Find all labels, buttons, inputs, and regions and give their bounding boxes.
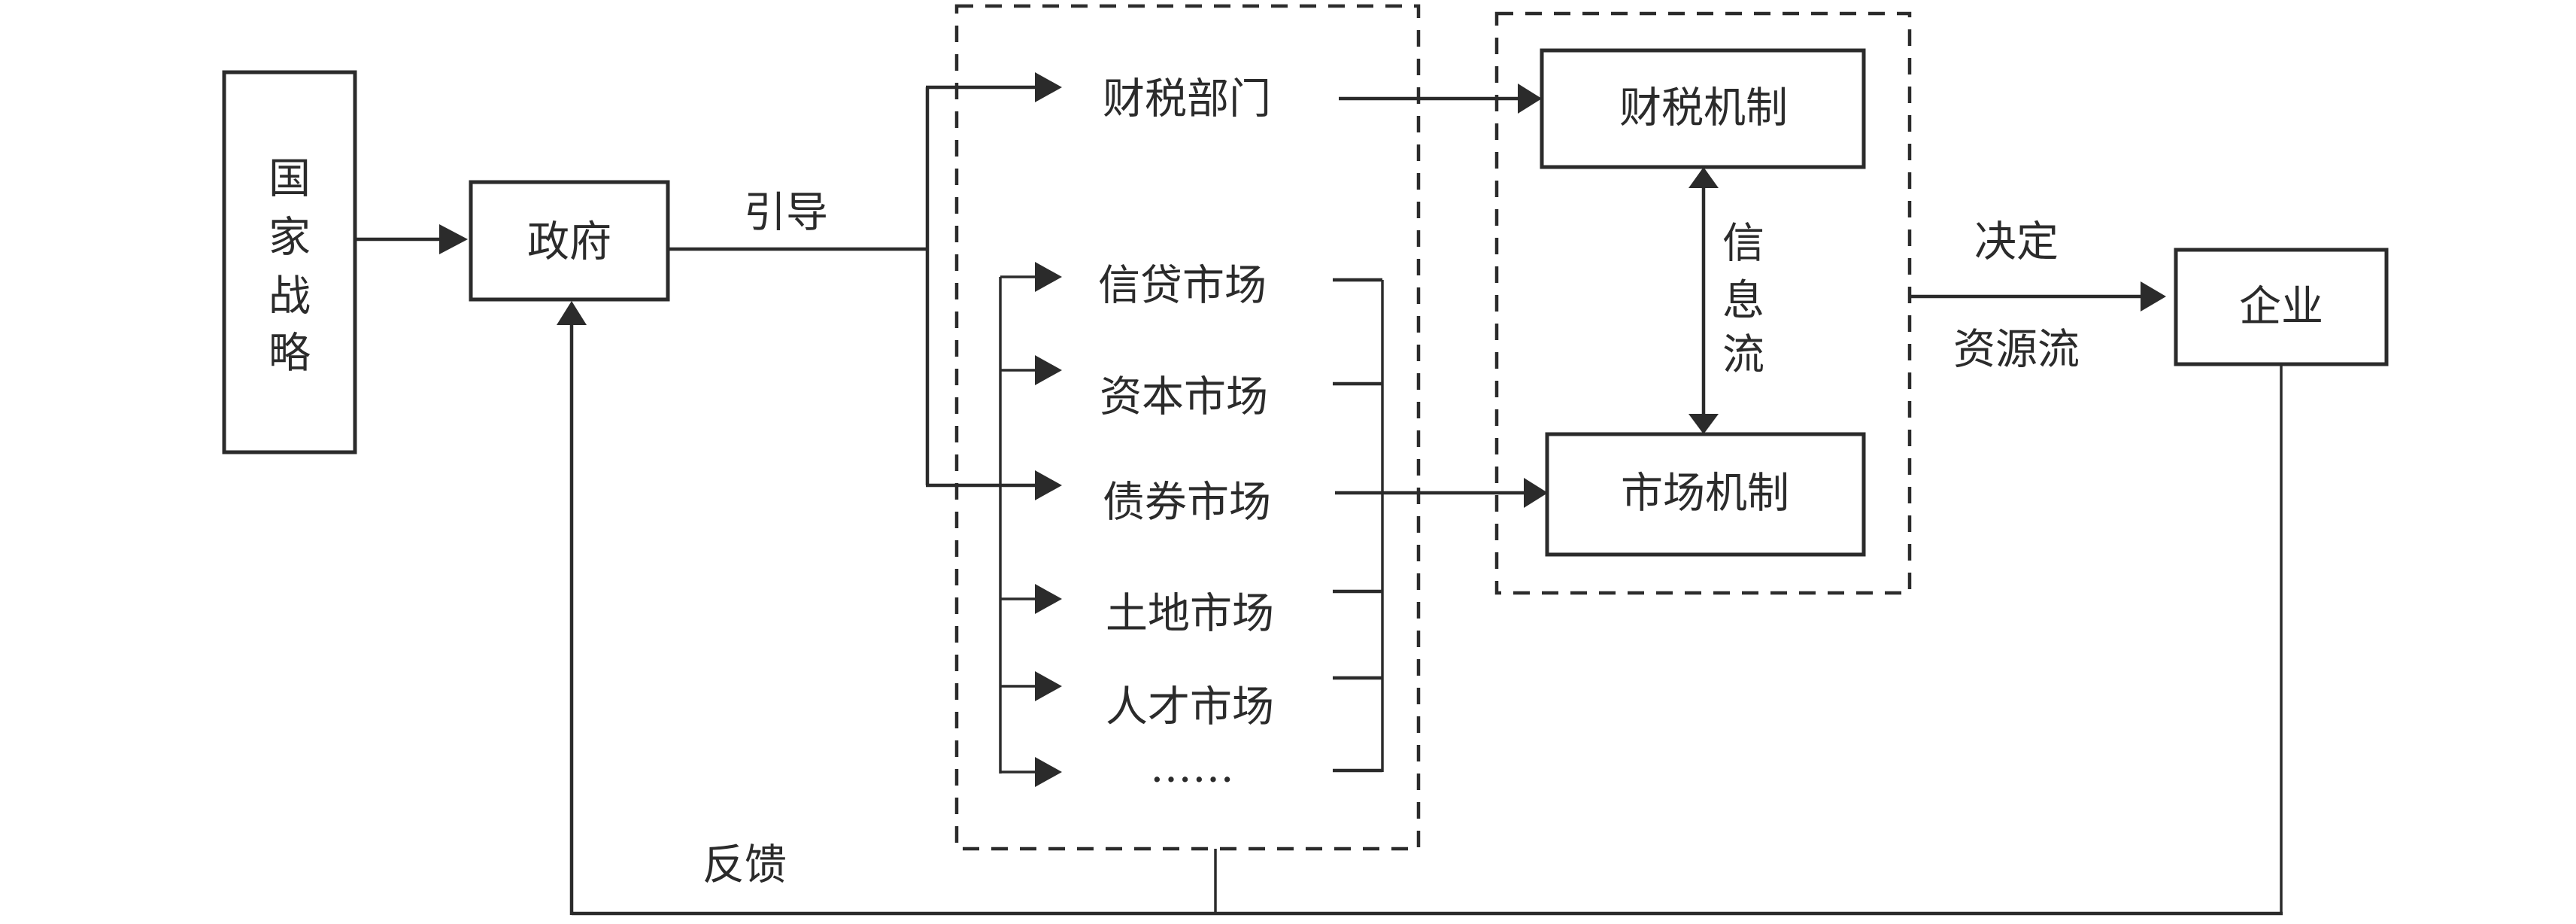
arrow-head-icon — [1035, 262, 1062, 292]
arrow-head-icon — [1035, 355, 1062, 385]
arrow-head-icon — [439, 224, 468, 254]
mechanisms-group — [1494, 11, 1912, 595]
arrow-head-icon — [1035, 470, 1062, 500]
arrow-head-icon — [557, 301, 587, 325]
market-collect-bracket — [1333, 278, 1384, 773]
info-flow-char-2: 息 — [1722, 277, 1764, 326]
enterprise-box — [2174, 248, 2389, 366]
info-flow-char-1: 信 — [1722, 220, 1764, 269]
tax-mechanism-label: 财税机制 — [1619, 84, 1788, 133]
market-item-capital: 资本市场 — [1100, 373, 1268, 422]
node-national-strategy: 国 家 战 略 — [222, 70, 357, 454]
arrow-head-icon — [1035, 584, 1062, 614]
national-strategy-char-1: 国 — [269, 155, 311, 204]
market-item-bond: 债券市场 — [1103, 479, 1271, 527]
market-mechanism-label: 市场机制 — [1621, 470, 1789, 518]
edge-strategy-to-government — [355, 224, 468, 254]
edge-guide: 引导 — [668, 72, 1062, 500]
market-distribution-bracket — [999, 262, 1062, 787]
arrow-head-icon — [2141, 281, 2166, 312]
edge-tax-dept-to-mechanism — [1339, 84, 1542, 114]
tax-mechanism-box — [1540, 48, 1866, 169]
enterprise-label: 企业 — [2239, 283, 2323, 332]
edge-feedback: 反馈 — [557, 301, 2283, 916]
decide-label: 决定 — [1974, 218, 2059, 267]
market-item-more: …… — [1150, 743, 1234, 792]
national-strategy-char-4: 略 — [269, 330, 311, 378]
edge-markets-to-mechanism — [1335, 478, 1548, 508]
market-item-credit: 信贷市场 — [1098, 262, 1267, 311]
market-mechanism-box — [1545, 432, 1866, 557]
government-box — [469, 180, 670, 302]
national-strategy-char-3: 战 — [269, 272, 311, 321]
edge-to-enterprise: 决定 资源流 — [1910, 218, 2166, 375]
arrow-head-icon — [1035, 72, 1062, 102]
market-arrows — [1000, 262, 1062, 787]
arrow-head-icon — [1518, 84, 1542, 114]
government-label: 政府 — [527, 218, 611, 267]
national-strategy-char-2: 家 — [269, 214, 311, 263]
arrow-head-icon — [1035, 671, 1062, 701]
node-tax-mechanism: 财税机制 — [1540, 48, 1866, 169]
tax-department-label: 财税部门 — [1103, 75, 1271, 124]
resource-flow-label: 资源流 — [1953, 326, 2080, 375]
departments-markets-group — [954, 4, 1421, 851]
edge-info-flow: 信 息 流 — [1689, 167, 1764, 434]
guide-label: 引导 — [744, 189, 828, 238]
arrow-head-icon — [1524, 478, 1548, 508]
info-flow-char-3: 流 — [1722, 331, 1764, 380]
node-government: 政府 — [469, 180, 670, 302]
arrow-head-icon — [1689, 414, 1719, 434]
node-market-mechanism: 市场机制 — [1545, 432, 1866, 557]
arrow-head-icon — [1035, 757, 1062, 787]
national-strategy-box — [222, 70, 357, 454]
node-enterprise: 企业 — [2174, 248, 2389, 366]
market-item-land: 土地市场 — [1106, 590, 1274, 639]
market-item-talent: 人才市场 — [1106, 683, 1274, 732]
arrow-head-icon — [1689, 167, 1719, 188]
feedback-label: 反馈 — [702, 841, 787, 890]
